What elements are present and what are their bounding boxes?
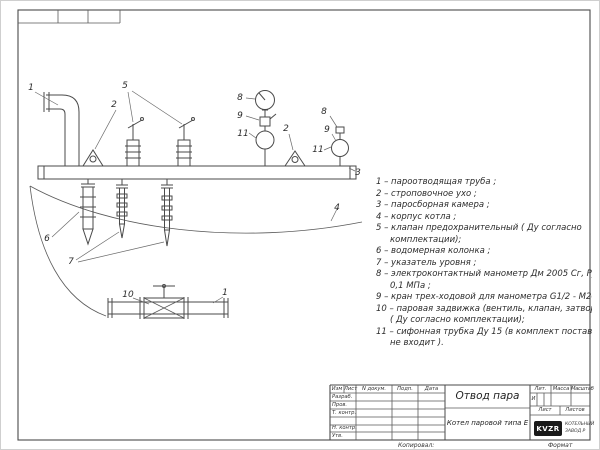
tb-listov-label: Листов	[565, 407, 585, 413]
legend-line: 11 – сифонная трубка Ду 15 (в комплект п…	[376, 326, 592, 337]
tb-masshtab-label: Масштаб	[571, 386, 594, 392]
legend-line: 4 – корпус котла ;	[376, 211, 457, 222]
right-gauge-connection	[331, 126, 349, 166]
lifting-ear-left	[82, 149, 104, 167]
tb-row-tkontr: Т. контр.	[332, 410, 357, 416]
sheet-frame	[17, 9, 591, 441]
callout-9: 9	[324, 125, 330, 135]
tb-row-razrab: Разраб.	[332, 394, 353, 400]
tb-col-ndoc: N докум.	[361, 386, 387, 392]
tb-list-label: Лист	[538, 407, 552, 413]
legend-line: 6 – водомерная колонка ;	[376, 246, 491, 256]
lifting-ear-right	[284, 150, 306, 167]
callout-8: 8	[321, 107, 327, 117]
safety-valve-left	[125, 117, 144, 167]
callout-5: 5	[122, 81, 128, 91]
level-indicator-b	[161, 179, 173, 247]
format-label: Формат	[548, 441, 573, 449]
tb-col-izm: Изм	[331, 386, 343, 392]
callout-3: 3	[355, 168, 361, 178]
product-name: Котел паровой типа Е	[446, 419, 529, 427]
company-name-line2: ЗАВОД Р	[565, 429, 586, 434]
callout-8: 8	[237, 93, 243, 103]
legend-line: 1 – пароотводящая труба ;	[376, 177, 497, 187]
title-block-grid	[329, 384, 590, 440]
callout-11: 11	[312, 145, 323, 155]
siphon-tube	[255, 130, 275, 150]
tb-row-nkontr: Н. контр.	[332, 425, 357, 431]
legend: 1 – пароотводящая труба ; 2 – строповочн…	[376, 177, 592, 353]
pressure-gauge-assembly	[255, 90, 277, 166]
legend-line: 10 – паровая задвижка (вентиль, клапан, …	[376, 303, 592, 314]
callout-1: 1	[28, 83, 34, 93]
legend-line: 2 – строповочное ухо ;	[376, 188, 477, 199]
steam-outlet-pipe	[43, 92, 80, 166]
callout-11: 11	[237, 129, 248, 139]
boiler-shell	[29, 185, 363, 317]
level-indicator-a	[116, 179, 128, 239]
three-way-cock	[259, 116, 271, 127]
legend-line: ( Ду согласно комплектации);	[390, 315, 525, 325]
legend-line: 9 – кран трех-ходовой для манометра G1/2…	[376, 292, 592, 302]
tb-lit-label: Лит.	[534, 386, 547, 392]
tb-col-data: Дата	[424, 386, 439, 392]
legend-line: не входит ).	[390, 338, 444, 348]
callout-1: 1	[222, 288, 228, 298]
tb-col-podp: Подп.	[397, 386, 413, 392]
callout-10: 10	[122, 290, 134, 300]
steam-chamber	[37, 165, 357, 180]
doc-title: Отвод пара	[455, 390, 520, 402]
tb-lit-value: И	[531, 396, 536, 402]
kvzr-logo: KVZR	[534, 421, 562, 436]
legend-line: 5 – клапан предохранительный ( Ду соглас…	[376, 223, 582, 233]
callout-2: 2	[111, 100, 117, 110]
corner-boxes	[18, 10, 121, 24]
callouts: 1 5 2 8 9 11 2 8 9 11 3 4 6 7 10 1	[28, 81, 361, 300]
legend-line: 3 – паросборная камера ;	[376, 200, 490, 210]
tb-massa-label: Масса	[552, 386, 570, 392]
leader-lines	[34, 90, 356, 305]
tb-row-utv: Утв.	[332, 433, 343, 439]
valve-handwheel	[162, 284, 166, 288]
steam-gate-valve	[107, 284, 229, 319]
callout-7: 7	[68, 257, 74, 267]
legend-line: комплектации);	[390, 234, 462, 245]
legend-line: 7 – указатель уровня ;	[376, 257, 477, 268]
tb-row-prov: Пров.	[332, 402, 348, 408]
water-gauge-column	[80, 179, 96, 246]
kopiroval-label: Копировал:	[398, 441, 435, 449]
legend-line: 8 – электроконтактный манометр Дм 2005 С…	[376, 269, 592, 279]
callout-2: 2	[283, 124, 289, 134]
callout-4: 4	[334, 203, 340, 213]
kvzr-logo-text: KVZR	[536, 424, 560, 433]
callout-6: 6	[44, 234, 50, 244]
company-name-line1: КОТЕЛЬНЫЙ	[565, 422, 595, 427]
callout-9: 9	[237, 111, 243, 121]
safety-valve-right	[176, 117, 195, 167]
legend-line: 0,1 МПа ;	[390, 280, 431, 291]
tb-col-list: Лист	[344, 386, 358, 392]
